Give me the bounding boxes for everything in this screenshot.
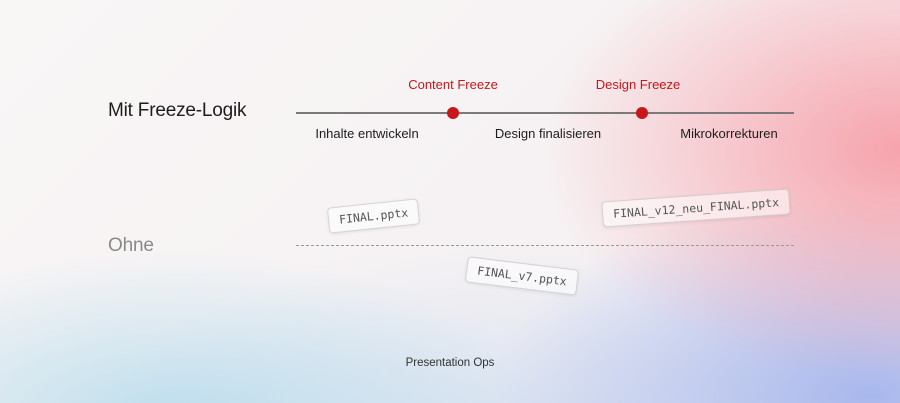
timeline-line [296,112,794,114]
footer-label: Presentation Ops [405,357,495,369]
milestone-dot-content-freeze [447,107,459,119]
phase-label-inhalte: Inhalte entwickeln [315,126,419,141]
milestone-label-content-freeze: Content Freeze [408,77,498,92]
milestone-label-design-freeze: Design Freeze [595,77,681,92]
dashed-timeline [296,245,794,246]
row-title-with-freeze: Mit Freeze-Logik [108,100,247,121]
phase-label-mikro: Mikrokorrekturen [680,126,778,141]
phase-label-design: Design finalisieren [494,126,602,141]
row-title-without: Ohne [108,235,154,256]
milestone-dot-design-freeze [636,107,648,119]
